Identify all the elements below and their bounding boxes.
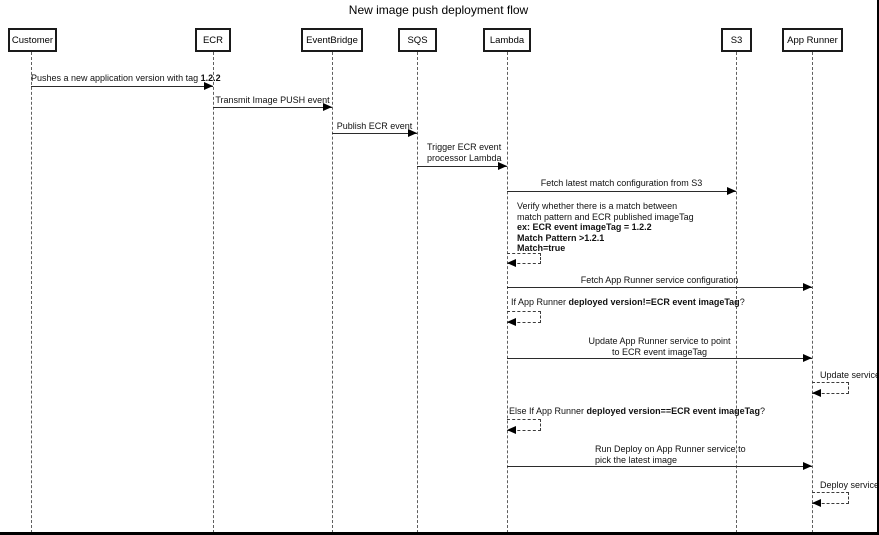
self-loop-else bbox=[507, 419, 541, 431]
message-else-condition: Else If App Runner deployed version==ECR… bbox=[509, 406, 765, 417]
self-loop-if bbox=[507, 311, 541, 323]
lifeline-lambda bbox=[507, 52, 508, 532]
message-publish-ecr: Publish ECR event bbox=[336, 121, 413, 131]
message-if-condition: If App Runner deployed version!=ECR even… bbox=[511, 297, 745, 308]
arrowhead-icon bbox=[727, 187, 736, 195]
arrowhead-icon bbox=[408, 129, 417, 137]
arrowhead-icon bbox=[812, 389, 821, 397]
self-loop-deploy-service bbox=[812, 492, 849, 504]
participant-sqs: SQS bbox=[398, 28, 437, 52]
message-run-deploy-line1: Run Deploy on App Runner service to bbox=[595, 444, 746, 454]
self-loop-verify bbox=[507, 253, 541, 264]
message-text: ? bbox=[759, 406, 765, 416]
participant-lambda: Lambda bbox=[483, 28, 531, 52]
diagram-title: New image push deployment flow bbox=[348, 3, 529, 17]
arrowhead-icon bbox=[507, 259, 516, 267]
lifeline-eventbridge bbox=[332, 52, 333, 532]
message-trigger-lambda-line1: Trigger ECR event bbox=[427, 142, 502, 152]
lifeline-sqs bbox=[417, 52, 418, 532]
message-deploy-service: Deploy service bbox=[820, 480, 879, 490]
arrowhead-icon bbox=[204, 82, 213, 90]
arrowhead-icon bbox=[812, 499, 821, 507]
participant-customer: Customer bbox=[8, 28, 57, 52]
message-update-apprunner-line2: to ECR event imageTag bbox=[611, 347, 708, 357]
arrowhead-icon bbox=[323, 103, 332, 111]
arrow-update-apprunner bbox=[507, 358, 812, 359]
message-text: Pushes a new application version with ta… bbox=[31, 73, 201, 83]
arrowhead-icon bbox=[803, 283, 812, 291]
verify-note-line: Match=true bbox=[517, 243, 566, 253]
self-loop-update-service bbox=[812, 382, 849, 394]
message-transmit-push: Transmit Image PUSH event bbox=[215, 95, 330, 105]
arrow-fetch-apprunner-config bbox=[507, 287, 812, 288]
arrowhead-icon bbox=[507, 426, 516, 434]
lifeline-apprunner bbox=[812, 52, 813, 532]
message-text: Else If App Runner bbox=[509, 406, 587, 416]
message-update-apprunner-line1: Update App Runner service to point bbox=[588, 336, 731, 346]
arrow-publish-ecr bbox=[332, 133, 417, 134]
arrow-run-deploy bbox=[507, 466, 812, 467]
arrow-trigger-lambda bbox=[417, 166, 507, 167]
arrowhead-icon bbox=[803, 354, 812, 362]
arrowhead-icon bbox=[498, 162, 507, 170]
verify-note-line: Verify whether there is a match between bbox=[517, 201, 678, 211]
arrow-fetch-match-config bbox=[507, 191, 736, 192]
message-text: If App Runner bbox=[511, 297, 569, 307]
message-text-bold: deployed version==ECR event imageTag bbox=[586, 406, 760, 416]
message-run-deploy-line2: pick the latest image bbox=[595, 455, 678, 465]
lifeline-s3 bbox=[736, 52, 737, 532]
message-trigger-lambda-line2: processor Lambda bbox=[427, 153, 502, 163]
message-text-bold: 1.2.2 bbox=[200, 73, 221, 83]
lifeline-ecr bbox=[213, 52, 214, 532]
message-push-version: Pushes a new application version with ta… bbox=[31, 73, 221, 84]
verify-note-line: Match Pattern >1.2.1 bbox=[517, 232, 605, 243]
arrow-transmit-push bbox=[213, 107, 332, 108]
participant-eventbridge: EventBridge bbox=[301, 28, 363, 52]
participant-apprunner: App Runner bbox=[782, 28, 843, 52]
arrowhead-icon bbox=[803, 462, 812, 470]
message-fetch-apprunner-config: Fetch App Runner service configuration bbox=[580, 275, 739, 285]
message-text: ? bbox=[739, 297, 745, 307]
verify-note: Verify whether there is a match between … bbox=[517, 201, 694, 254]
message-text-bold: deployed version!=ECR event imageTag bbox=[568, 297, 740, 307]
verify-note-line: match pattern and ECR published imageTag bbox=[517, 211, 694, 222]
verify-note-line: ex: ECR event imageTag = 1.2.2 bbox=[517, 222, 652, 232]
arrow-push-version bbox=[31, 86, 213, 87]
message-update-service: Update service bbox=[820, 370, 879, 380]
participant-ecr: ECR bbox=[195, 28, 231, 52]
message-fetch-match-config: Fetch latest match configuration from S3 bbox=[540, 178, 703, 188]
lifeline-customer bbox=[31, 52, 32, 532]
participant-s3: S3 bbox=[721, 28, 752, 52]
arrowhead-icon bbox=[507, 318, 516, 326]
